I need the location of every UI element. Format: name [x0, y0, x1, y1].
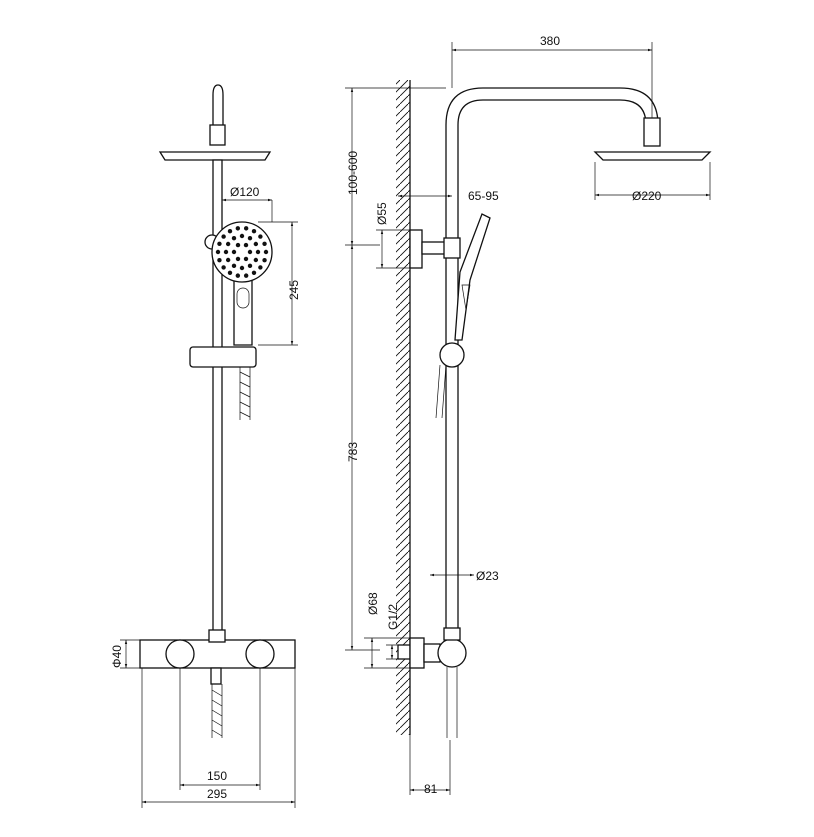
nozzle	[239, 233, 245, 239]
hand-handle	[233, 279, 253, 346]
nozzle	[225, 257, 231, 263]
nozzle	[227, 270, 233, 275]
nozzle	[247, 249, 253, 255]
nozzle	[243, 256, 249, 262]
nozzle	[221, 234, 226, 239]
dim-wall-gap: 81	[424, 782, 438, 796]
dim-flange-dia: Ø68	[366, 592, 380, 615]
dim-arm: 380	[540, 34, 560, 48]
nozzle	[235, 242, 241, 248]
head-connector	[209, 124, 226, 146]
nozzle	[243, 242, 249, 248]
front-view: Ø120 245 Φ40 150 295	[110, 84, 301, 808]
nozzle	[217, 241, 222, 246]
nozzle	[231, 263, 237, 269]
nozzle	[253, 241, 259, 247]
nozzle	[239, 265, 245, 271]
arm-inner	[457, 99, 647, 640]
nozzle	[231, 249, 237, 255]
head-connector-side	[643, 117, 661, 147]
dim-valve-dia: Φ40	[110, 645, 124, 668]
dim-thread: G1/2	[386, 604, 400, 630]
valve-side	[437, 638, 467, 668]
nozzle	[258, 265, 263, 270]
hand-shower-head	[211, 221, 273, 283]
arm-outer	[445, 87, 659, 640]
nozzle	[235, 256, 241, 262]
inlet-thread	[397, 644, 411, 660]
nozzle	[251, 270, 257, 275]
nozzle	[231, 235, 237, 241]
dim-hand-head-dia: Ø120	[230, 185, 260, 199]
left-knob	[165, 639, 195, 669]
dim-offset: 65-95	[468, 189, 499, 203]
nozzle	[217, 258, 222, 263]
slider-side	[439, 342, 465, 368]
nozzle	[258, 234, 263, 239]
handle-button	[236, 287, 250, 309]
nozzle	[243, 226, 249, 231]
wall-bracket	[409, 229, 423, 269]
dim-centers: 150	[207, 769, 227, 783]
spray-nozzles	[215, 226, 269, 278]
nozzle	[243, 273, 249, 278]
valve-connector	[208, 629, 226, 643]
side-view: 380 Ø220 100-600 783 65-95 Ø55 Ø23 Ø68 G…	[345, 34, 712, 796]
nozzle	[235, 273, 241, 278]
nozzle	[225, 241, 231, 247]
nozzle	[263, 249, 269, 255]
slider	[189, 346, 257, 368]
rain-head	[158, 151, 272, 161]
lower-hose-side	[446, 667, 458, 738]
wall-hatch	[396, 80, 410, 735]
nozzle	[262, 258, 267, 263]
flange	[409, 637, 425, 669]
dim-pipe-dia: Ø23	[476, 569, 499, 583]
lower-hose	[211, 684, 223, 738]
hose	[239, 367, 251, 420]
nozzle	[255, 249, 261, 255]
hose-side	[435, 364, 447, 419]
nozzle	[215, 249, 221, 255]
dim-height-adjust: 100-600	[346, 151, 360, 195]
nozzle	[262, 241, 267, 246]
dim-total-height: 783	[346, 442, 360, 462]
nozzle	[227, 229, 233, 234]
dim-width: 295	[207, 787, 227, 801]
nozzle	[247, 263, 253, 269]
nozzle	[221, 265, 226, 270]
dim-head-dia: Ø220	[632, 189, 662, 203]
nozzle	[247, 235, 253, 241]
right-knob	[245, 639, 275, 669]
nozzle	[235, 226, 241, 231]
rain-head-side	[593, 151, 712, 161]
dim-hand-length: 245	[287, 280, 301, 300]
hand-shower-side	[454, 213, 491, 341]
nozzle	[251, 229, 257, 234]
dim-bracket-dia: Ø55	[375, 202, 389, 225]
nozzle	[223, 249, 229, 255]
nozzle	[253, 257, 259, 263]
top-arm	[212, 84, 224, 125]
